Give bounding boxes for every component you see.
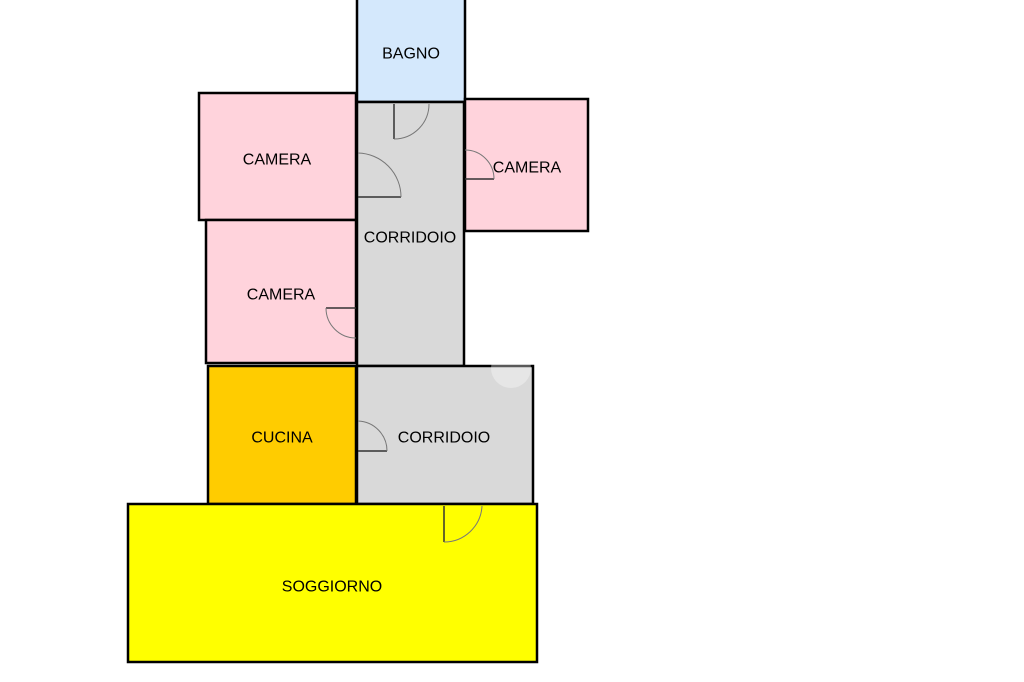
room-cucina-area — [206, 364, 358, 506]
room-bagno-area — [355, 0, 467, 104]
room-corridoio-upper: CORRIDOIO — [355, 100, 466, 368]
room-corridoio-lower: CORRIDOIO — [355, 364, 535, 506]
room-camera-top-left-label: CAMERA — [243, 152, 312, 169]
door-cucina — [357, 420, 388, 452]
room-camera-top-right-area — [463, 97, 590, 233]
room-camera-middle-left-label: CAMERA — [247, 287, 316, 304]
room-camera-middle-left: CAMERA — [204, 218, 358, 365]
room-corridoio-upper-area — [355, 100, 466, 368]
room-bagno-label: BAGNO — [382, 46, 440, 63]
room-soggiorno-area — [126, 502, 539, 664]
room-cucina-label: CUCINA — [251, 430, 313, 447]
room-soggiorno: SOGGIORNO — [126, 502, 539, 664]
room-cucina: CUCINA — [206, 364, 358, 506]
room-camera-top-left: CAMERA — [197, 91, 358, 222]
room-corridoio-lower-area — [355, 364, 535, 506]
room-camera-top-right-label: CAMERA — [493, 160, 562, 177]
room-camera-top-right: CAMERA — [463, 97, 590, 233]
room-bagno: BAGNO — [355, 0, 467, 104]
room-corridoio-lower-label: CORRIDOIO — [398, 430, 490, 447]
door-camera-top-left — [357, 152, 402, 198]
door-camera-middle-left — [325, 307, 357, 339]
watermark-circle — [491, 348, 531, 388]
door-bagno — [393, 103, 430, 140]
door-camera-top-right — [464, 149, 495, 180]
door-soggiorno — [443, 505, 483, 543]
room-soggiorno-label: SOGGIORNO — [282, 579, 382, 596]
room-camera-middle-left-area — [204, 218, 358, 365]
room-corridoio-upper-label: CORRIDOIO — [364, 230, 456, 247]
